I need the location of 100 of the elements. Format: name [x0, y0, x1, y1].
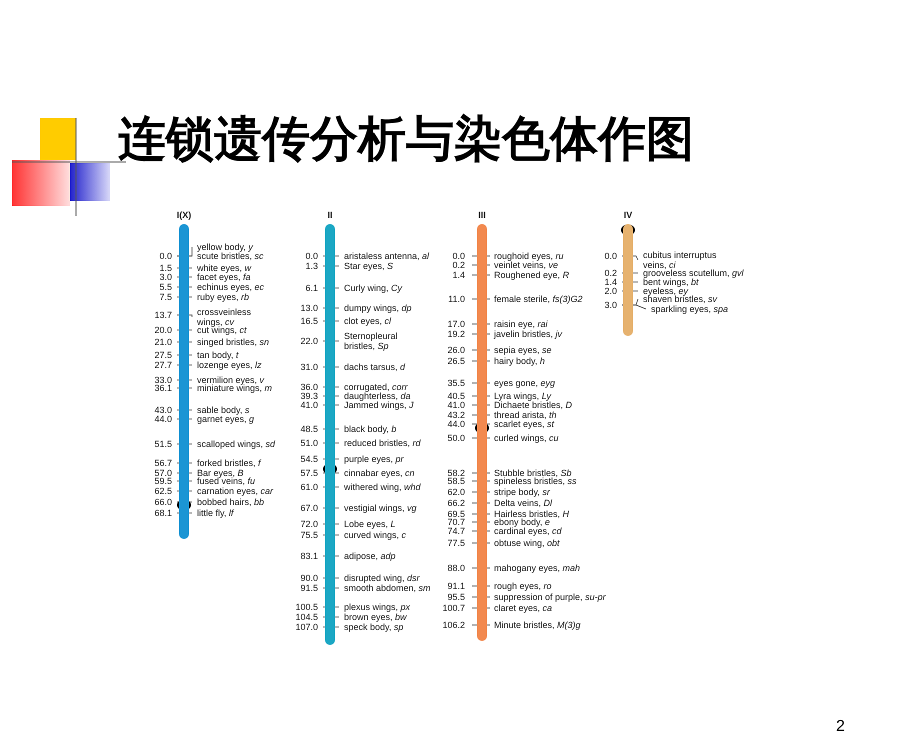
map-position: 0.0 — [604, 251, 617, 261]
gene-name: bobbed hairs, bb — [197, 497, 264, 507]
gene-name: rough eyes, ro — [494, 581, 552, 591]
chromosome-label: I(X) — [176, 210, 192, 220]
page-number: 2 — [836, 718, 845, 736]
gene-name: yellow body, y — [197, 242, 253, 252]
map-position: 72.0 — [300, 519, 318, 529]
gene-name: ruby eyes, rb — [197, 292, 250, 302]
gene-name: Bar eyes, B — [197, 468, 244, 478]
gene-name: dachs tarsus, d — [344, 362, 406, 372]
map-position: 77.5 — [447, 538, 465, 548]
map-position: 7.5 — [159, 292, 172, 302]
map-position: 56.7 — [154, 458, 172, 468]
gene-name: brown eyes, bw — [344, 612, 407, 622]
gene-name: purple eyes, pr — [344, 454, 404, 464]
map-position: 88.0 — [447, 563, 465, 573]
map-position: 62.0 — [447, 487, 465, 497]
gene-name: reduced bristles, rd — [344, 438, 421, 448]
gene-name: singed bristles, sn — [197, 337, 270, 347]
map-position: 59.5 — [154, 476, 172, 486]
gene-name: forked bristles, f — [197, 458, 261, 468]
gene-name: grooveless scutellum, gvl — [643, 268, 744, 278]
gene-name: curved wings, c — [344, 530, 406, 540]
map-position: 44.0 — [154, 414, 172, 424]
gene-name: dumpy wings, dp — [344, 303, 412, 313]
gene-name: tan body, t — [197, 350, 238, 360]
gene-name: carnation eyes, car — [197, 486, 274, 496]
gene-name: sepia eyes, se — [494, 345, 552, 355]
chromosome-label: II — [326, 210, 334, 220]
gene-name: scarlet eyes, st — [494, 419, 554, 429]
map-position: 20.0 — [154, 325, 172, 335]
chromosome-label: III — [477, 210, 487, 220]
gene-name: eyes gone, eyg — [494, 378, 556, 388]
map-position: 21.0 — [154, 337, 172, 347]
gene-name: echinus eyes, ec — [197, 282, 264, 292]
map-position: 0.0 — [452, 251, 465, 261]
map-position: 67.0 — [300, 503, 318, 513]
map-position: 0.2 — [604, 268, 617, 278]
gene-name: javelin bristles, jv — [494, 329, 562, 339]
map-position: 13.0 — [300, 303, 318, 313]
gene-name: Roughened eye, R — [494, 270, 570, 280]
gene-name: sable body, s — [197, 405, 250, 415]
gene-name: ebony body, e — [494, 517, 550, 527]
gene-name: withered wing, whd — [344, 482, 421, 492]
map-position: 39.3 — [300, 391, 318, 401]
gene-name: Dichaete bristles, D — [494, 400, 572, 410]
map-position: 48.5 — [300, 424, 318, 434]
gene-name: aristaless antenna, al — [344, 251, 430, 261]
gene-name: eyeless, ey — [643, 286, 688, 296]
map-position: 90.0 — [300, 573, 318, 583]
map-position: 106.2 — [442, 620, 465, 630]
map-position: 104.5 — [295, 612, 318, 622]
gene-name: white eyes, w — [197, 263, 252, 273]
map-position: 27.7 — [154, 360, 172, 370]
map-position: 6.1 — [305, 283, 318, 293]
map-position: 16.5 — [300, 316, 318, 326]
gene-name: bent wings, bt — [643, 277, 699, 287]
gene-name: stripe body, sr — [494, 487, 550, 497]
gene-name: miniature wings, m — [197, 383, 272, 393]
gene-name: Lobe eyes, L — [344, 519, 396, 529]
map-position: 2.0 — [604, 286, 617, 296]
gene-name: disrupted wing, dsr — [344, 573, 420, 583]
map-position: 26.0 — [447, 345, 465, 355]
gene-name: speck body, sp — [344, 622, 404, 632]
map-position: 3.0 — [159, 272, 172, 282]
map-position: 31.0 — [300, 362, 318, 372]
map-position: 11.0 — [448, 294, 465, 304]
map-position: 1.5 — [159, 263, 172, 273]
map-position: 75.5 — [300, 530, 318, 540]
gene-name: spineless bristles, ss — [494, 476, 577, 486]
gene-name: hairy body, h — [494, 356, 545, 366]
map-position: 57.0 — [154, 468, 172, 478]
gene-name: vermilion eyes, v — [197, 375, 264, 385]
gene-name: smooth abdomen, sm — [344, 583, 431, 593]
map-position: 44.0 — [447, 419, 465, 429]
map-position: 33.0 — [154, 375, 172, 385]
gene-name: lozenge eyes, lz — [197, 360, 262, 370]
map-position: 62.5 — [154, 486, 172, 496]
gene-name: Lyra wings, Ly — [494, 391, 552, 401]
gene-name: scalloped wings, sd — [197, 439, 276, 449]
gene-name: roughoid eyes, ru — [494, 251, 564, 261]
gene-name: suppression of purple, su-pr — [494, 592, 606, 602]
gene-name: corrugated, corr — [344, 382, 408, 392]
gene-name: cinnabar eyes, cn — [344, 468, 415, 478]
map-position: 54.5 — [300, 454, 318, 464]
gene-name: daughterless, da — [344, 391, 411, 401]
map-position: 70.7 — [447, 517, 465, 527]
map-position: 17.0 — [447, 319, 465, 329]
map-position: 100.7 — [442, 603, 465, 613]
map-position: 0.2 — [452, 260, 465, 270]
map-position: 36.0 — [300, 382, 318, 392]
gene-name: raisin eye, rai — [494, 319, 548, 329]
map-position: 40.5 — [447, 391, 465, 401]
map-position: 100.5 — [295, 602, 318, 612]
gene-name: Stubble bristles, Sb — [494, 468, 572, 478]
map-position: 19.2 — [447, 329, 465, 339]
map-position: 0.0 — [305, 251, 318, 261]
gene-name: cardinal eyes, cd — [494, 526, 562, 536]
map-position: 50.0 — [447, 433, 465, 443]
map-position: 83.1 — [300, 551, 318, 561]
